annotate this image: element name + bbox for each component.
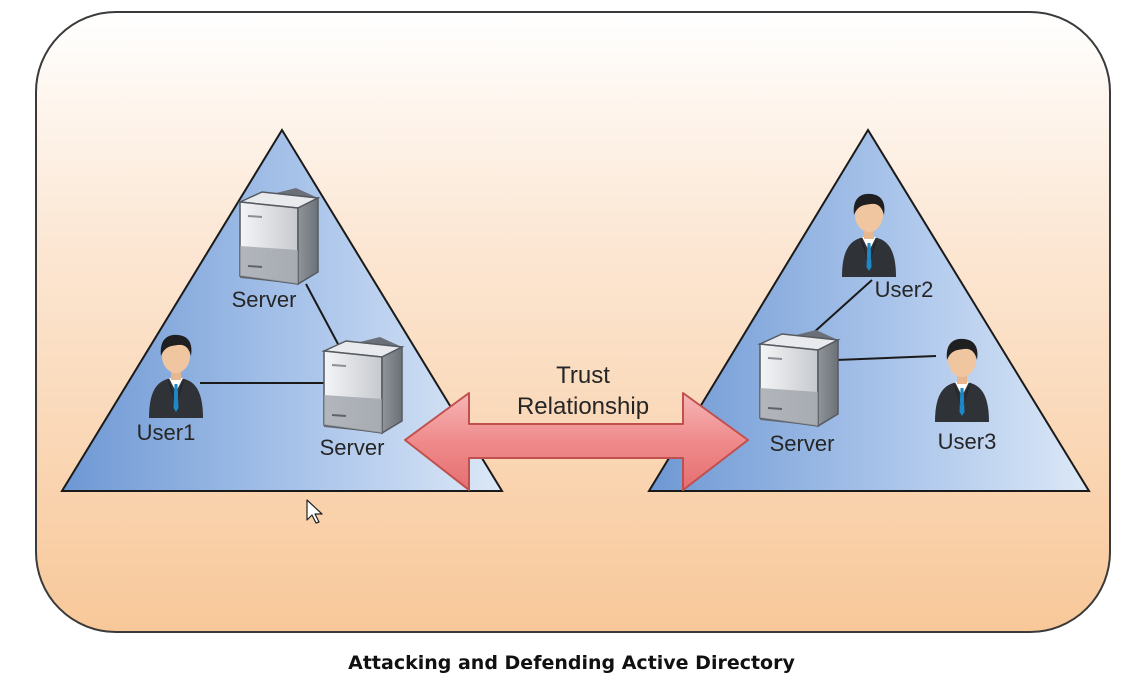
- page-caption: Attacking and Defending Active Directory: [348, 652, 795, 674]
- server-icon: [323, 336, 403, 434]
- right-server-label: Server: [770, 431, 835, 456]
- user1-label: User1: [137, 420, 196, 445]
- server-icon: [239, 187, 319, 285]
- trust-relationship-arrow: [404, 392, 749, 491]
- left-server-main-label: Server: [320, 435, 385, 460]
- user3-label: User3: [938, 429, 997, 454]
- left-server-top-label: Server: [232, 287, 297, 312]
- server-icon: [759, 329, 839, 427]
- connector-server-to-server: [305, 283, 339, 345]
- user2-label: User2: [875, 277, 934, 302]
- cursor-icon: [306, 499, 323, 524]
- trust-label-line2: Relationship: [517, 393, 649, 420]
- trust-label-line1: Trust: [556, 362, 610, 389]
- connector-server-to-user2: [811, 279, 873, 335]
- connector-server-to-user3: [835, 355, 937, 361]
